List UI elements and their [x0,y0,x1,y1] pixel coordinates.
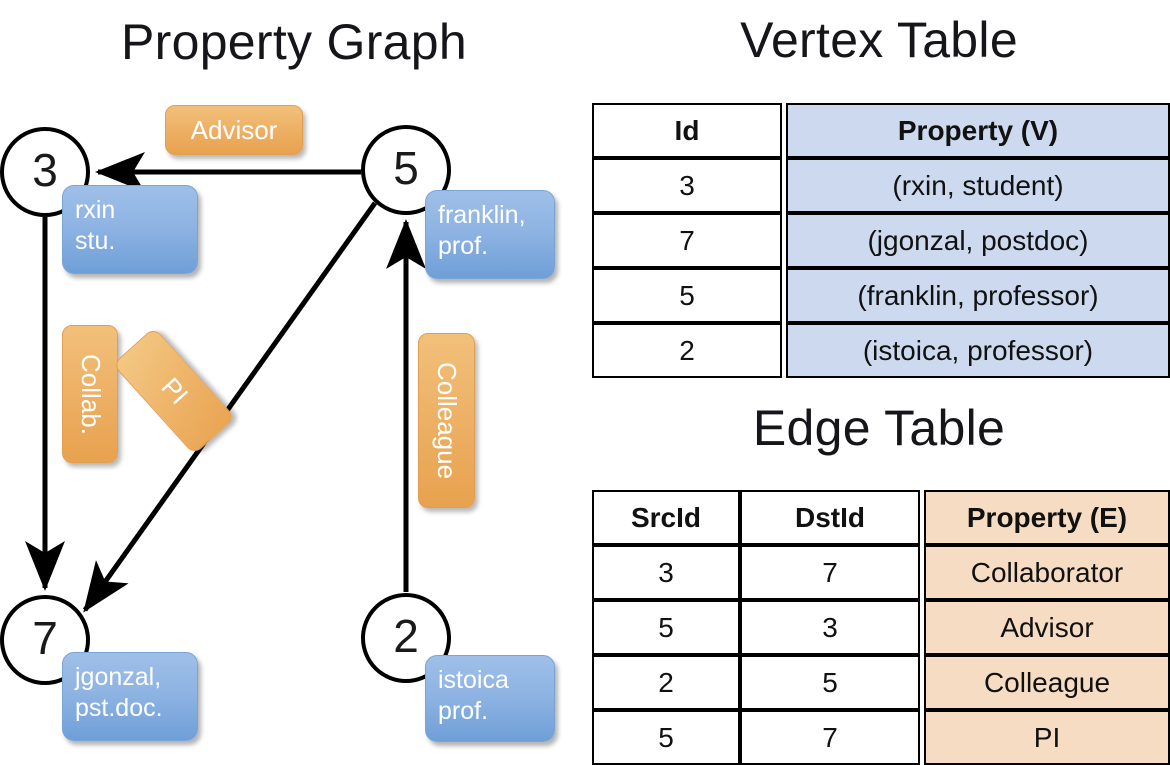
vertex-row-1-property: (jgonzal, postdoc) [786,213,1170,268]
graph-edges-layer [25,152,426,613]
table-row[interactable]: 7 (jgonzal, postdoc) [592,213,1170,268]
page-title-property-graph: Property Graph [120,14,468,70]
edge-5-to-7 [82,201,378,613]
table-row[interactable]: 5 7 PI [592,710,1170,765]
edge-label-collab: Collab. [62,325,118,463]
page-title-vertex-table: Vertex Table [740,12,1018,68]
edge-row-2-src: 2 [592,655,740,710]
table-row[interactable]: 5 (franklin, professor) [592,268,1170,323]
vertex-table-header-property: Property (V) [786,103,1170,158]
edge-row-1-property: Advisor [924,600,1170,655]
vertex-row-0-id: 3 [592,158,782,213]
vertex-table-header-id: Id [592,103,782,158]
page-title-edge-table: Edge Table [752,400,1006,456]
vertex-row-0-property: (rxin, student) [786,158,1170,213]
table-row[interactable]: 3 7 Collaborator [592,545,1170,600]
vertex-node-7-label: 7 [32,612,58,664]
edge-table-header-row: SrcId DstId Property (E) [592,490,1170,545]
edge-label-advisor-text: Advisor [190,114,278,145]
table-row[interactable]: 5 3 Advisor [592,600,1170,655]
property-graph-diagram: 3 5 7 2 rxin stu. franklin, prof. jgonza… [0,0,588,760]
edge-label-pi-text: PI [154,371,194,410]
edge-row-2-property: Colleague [924,655,1170,710]
vertex-property-box-franklin: franklin, prof. [425,190,555,279]
vertex-row-2-id: 5 [592,268,782,323]
edge-label-colleague: Colleague [418,333,475,508]
edge-row-0-dst: 7 [740,545,920,600]
vertex-node-2-label: 2 [393,610,419,662]
vertex-row-3-property: (istoica, professor) [786,323,1170,378]
edge-label-collab-text: Collab. [75,353,106,435]
vertex-node-5-label: 5 [393,142,419,194]
edge-table-header-dstid: DstId [740,490,920,545]
edge-label-colleague-text: Colleague [432,361,462,480]
vertex-property-box-istoica: istoica prof. [425,655,555,742]
edge-table-header-property: Property (E) [924,490,1170,545]
vertex-table-header-row: Id Property (V) [592,103,1170,158]
vertex-node-5[interactable]: 5 [361,125,451,215]
edge-row-1-src: 5 [592,600,740,655]
vertex-property-box-rxin: rxin stu. [62,185,198,274]
edge-row-3-src: 5 [592,710,740,765]
edge-table-header-srcid: SrcId [592,490,740,545]
edge-row-1-dst: 3 [740,600,920,655]
vertex-row-1-id: 7 [592,213,782,268]
vertex-table: Id Property (V) 3 (rxin, student) 7 (jgo… [592,103,1170,378]
table-row[interactable]: 2 (istoica, professor) [592,323,1170,378]
vertex-row-2-property: (franklin, professor) [786,268,1170,323]
vertex-row-3-id: 2 [592,323,782,378]
vertex-property-box-jgonzal: jgonzal, pst.doc. [62,652,198,741]
edge-table: SrcId DstId Property (E) 3 7 Collaborato… [592,490,1170,765]
edge-row-0-property: Collaborator [924,545,1170,600]
vertex-node-2[interactable]: 2 [361,593,451,683]
vertex-node-3-label: 3 [32,144,58,196]
edge-label-advisor: Advisor [165,105,303,155]
edge-row-0-src: 3 [592,545,740,600]
table-row[interactable]: 3 (rxin, student) [592,158,1170,213]
edge-row-3-dst: 7 [740,710,920,765]
edge-row-2-dst: 5 [740,655,920,710]
table-row[interactable]: 2 5 Colleague [592,655,1170,710]
edge-row-3-property: PI [924,710,1170,765]
